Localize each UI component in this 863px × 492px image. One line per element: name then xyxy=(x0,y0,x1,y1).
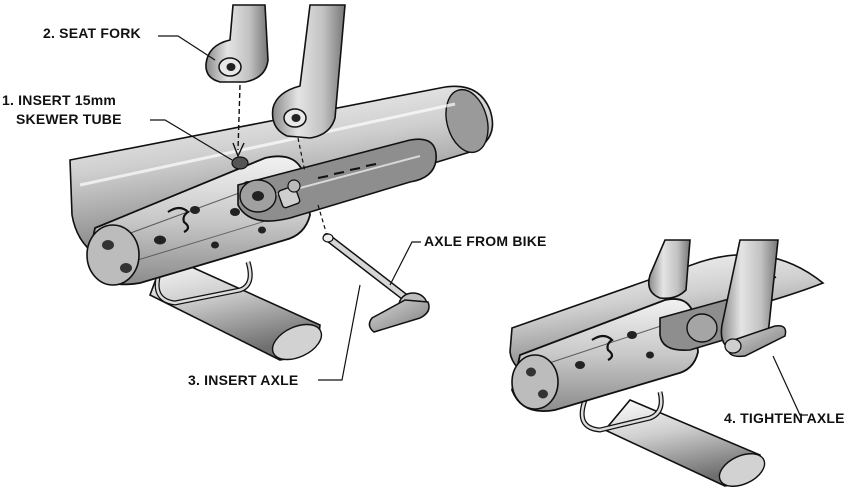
label-seat-fork: 2. SEAT FORK xyxy=(43,25,141,41)
bike-axle xyxy=(322,233,430,333)
label-axle-from-bike: AXLE FROM BIKE xyxy=(424,233,547,249)
label-insert-tube-line1: 1. INSERT 15mm xyxy=(2,92,117,108)
axle-lever xyxy=(368,299,430,333)
right-axle-lever xyxy=(727,324,787,358)
left-assembly xyxy=(69,4,494,381)
right-assembly xyxy=(509,239,825,487)
label-tighten-axle: 4. TIGHTEN AXLE xyxy=(724,410,845,426)
right-seat-fork-left xyxy=(647,239,691,300)
seat-fork-right xyxy=(271,4,346,139)
label-insert-axle: 3. INSERT AXLE xyxy=(188,372,299,388)
label-insert-tube-line2: SKEWER TUBE xyxy=(16,111,122,127)
